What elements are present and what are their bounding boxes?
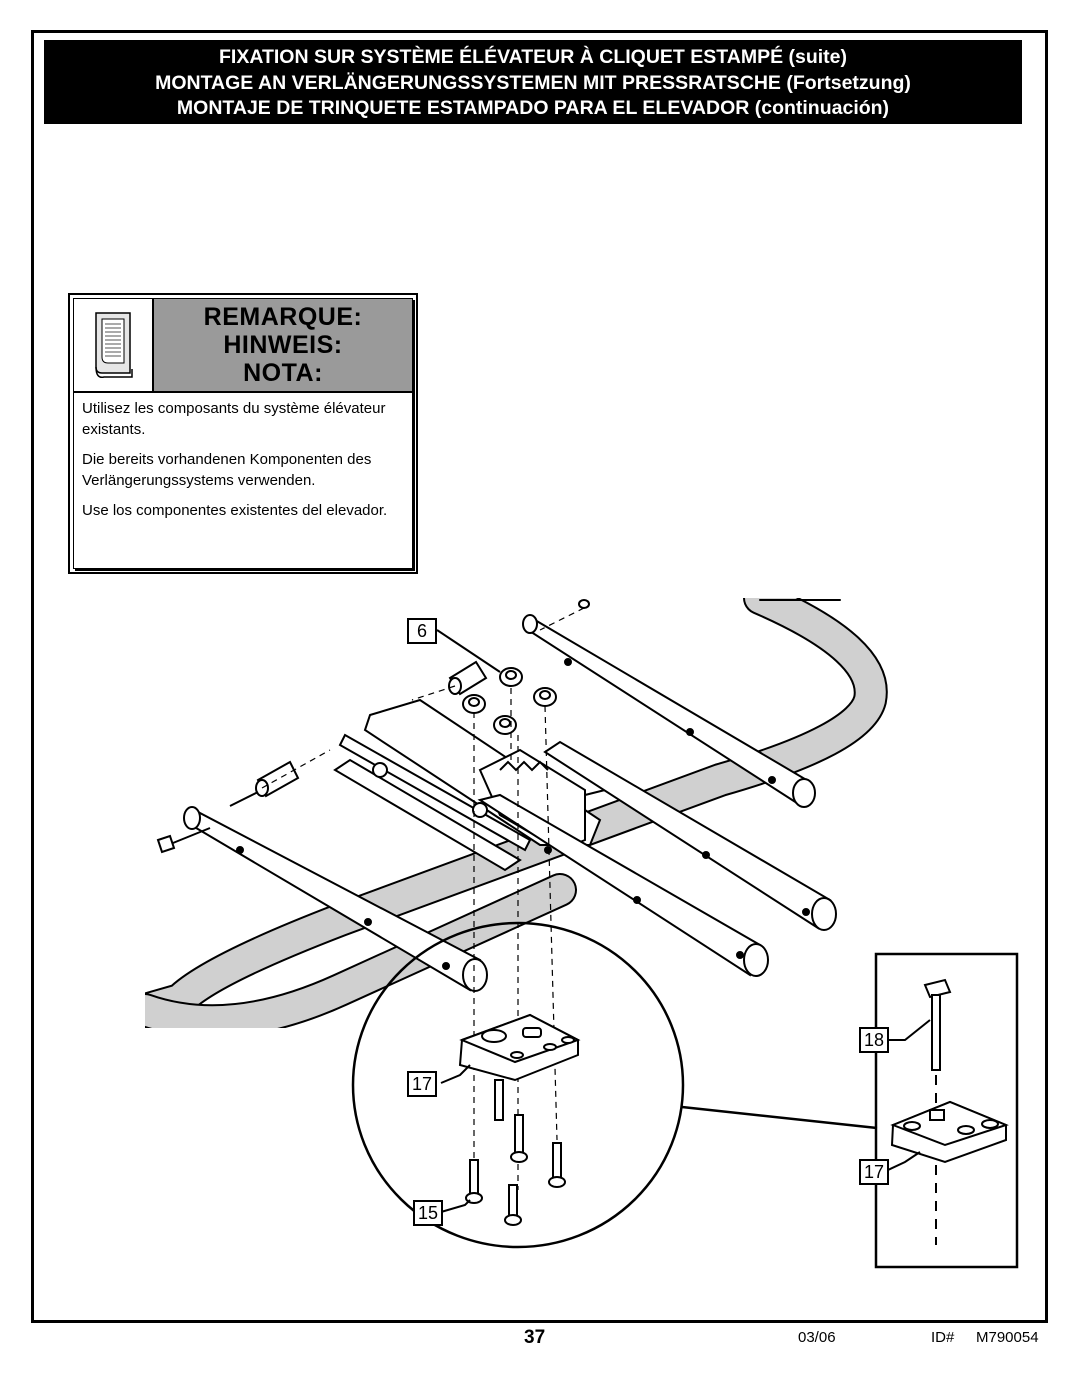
note-header: REMARQUE: HINWEIS: NOTA: — [74, 299, 412, 393]
header-line-de: MONTAGE AN VERLÄNGERUNGSSYSTEMEN MIT PRE… — [155, 71, 911, 94]
note-text-es: Use los componentes existentes del eleva… — [82, 502, 388, 519]
note-title-es: NOTA: — [243, 359, 323, 387]
ratchet-assembly — [333, 698, 606, 872]
back-middle-tube — [543, 740, 837, 931]
long-bolt — [156, 827, 211, 854]
footer-id-label: ID# — [931, 1329, 955, 1346]
page-number: 37 — [524, 1327, 546, 1348]
callout-part-17-inset: 17 — [859, 1159, 889, 1185]
note-titles: REMARQUE: HINWEIS: NOTA: — [154, 303, 412, 387]
note-title-fr: REMARQUE: — [203, 303, 363, 331]
note-title-de: HINWEIS: — [223, 331, 343, 359]
callout-part-17-main: 17 — [407, 1071, 437, 1097]
frame-tubing — [145, 598, 888, 1028]
note-box: REMARQUE: HINWEIS: NOTA: Utilisez les co… — [68, 293, 418, 574]
spacers-and-nuts — [229, 599, 590, 807]
inset-bracket-17 — [890, 1100, 1009, 1164]
screws-15 — [465, 1114, 566, 1226]
callout-part-6: 6 — [407, 618, 437, 644]
header-line-es: MONTAJE DE TRINQUETE ESTAMPADO PARA EL E… — [176, 97, 890, 119]
leader-6 — [436, 629, 501, 673]
bracket-main — [458, 1013, 581, 1121]
page-frame — [31, 30, 1048, 1323]
back-tube — [522, 614, 816, 808]
leaders-inset — [887, 1019, 931, 1171]
footer-date: 03/06 — [798, 1329, 836, 1346]
front-tube — [183, 806, 488, 992]
inset-box — [874, 952, 1019, 1269]
callout-part-15: 15 — [413, 1200, 443, 1226]
note-page-icon — [74, 299, 154, 391]
note-text-de: Die bereits vorhandenen Komponenten des … — [82, 451, 372, 489]
callout-part-18: 18 — [859, 1027, 889, 1053]
note-body: Utilisez les composants du système éléva… — [82, 399, 406, 532]
note-text-fr: Utilisez les composants du système éléva… — [82, 400, 386, 438]
header-line-fr: FIXATION SUR SYSTÈME ÉLÉVATEUR À CLIQUET… — [218, 46, 847, 68]
middle-tube — [477, 793, 769, 977]
inset-bolt-18 — [923, 978, 952, 1245]
leaders-main — [440, 1064, 471, 1213]
note-inner: REMARQUE: HINWEIS: NOTA: Utilisez les co… — [73, 298, 413, 569]
footer-id: M790054 — [976, 1329, 1039, 1346]
detail-circle — [351, 921, 878, 1249]
page-header: FIXATION SUR SYSTÈME ÉLÉVATEUR À CLIQUET… — [44, 40, 1022, 124]
